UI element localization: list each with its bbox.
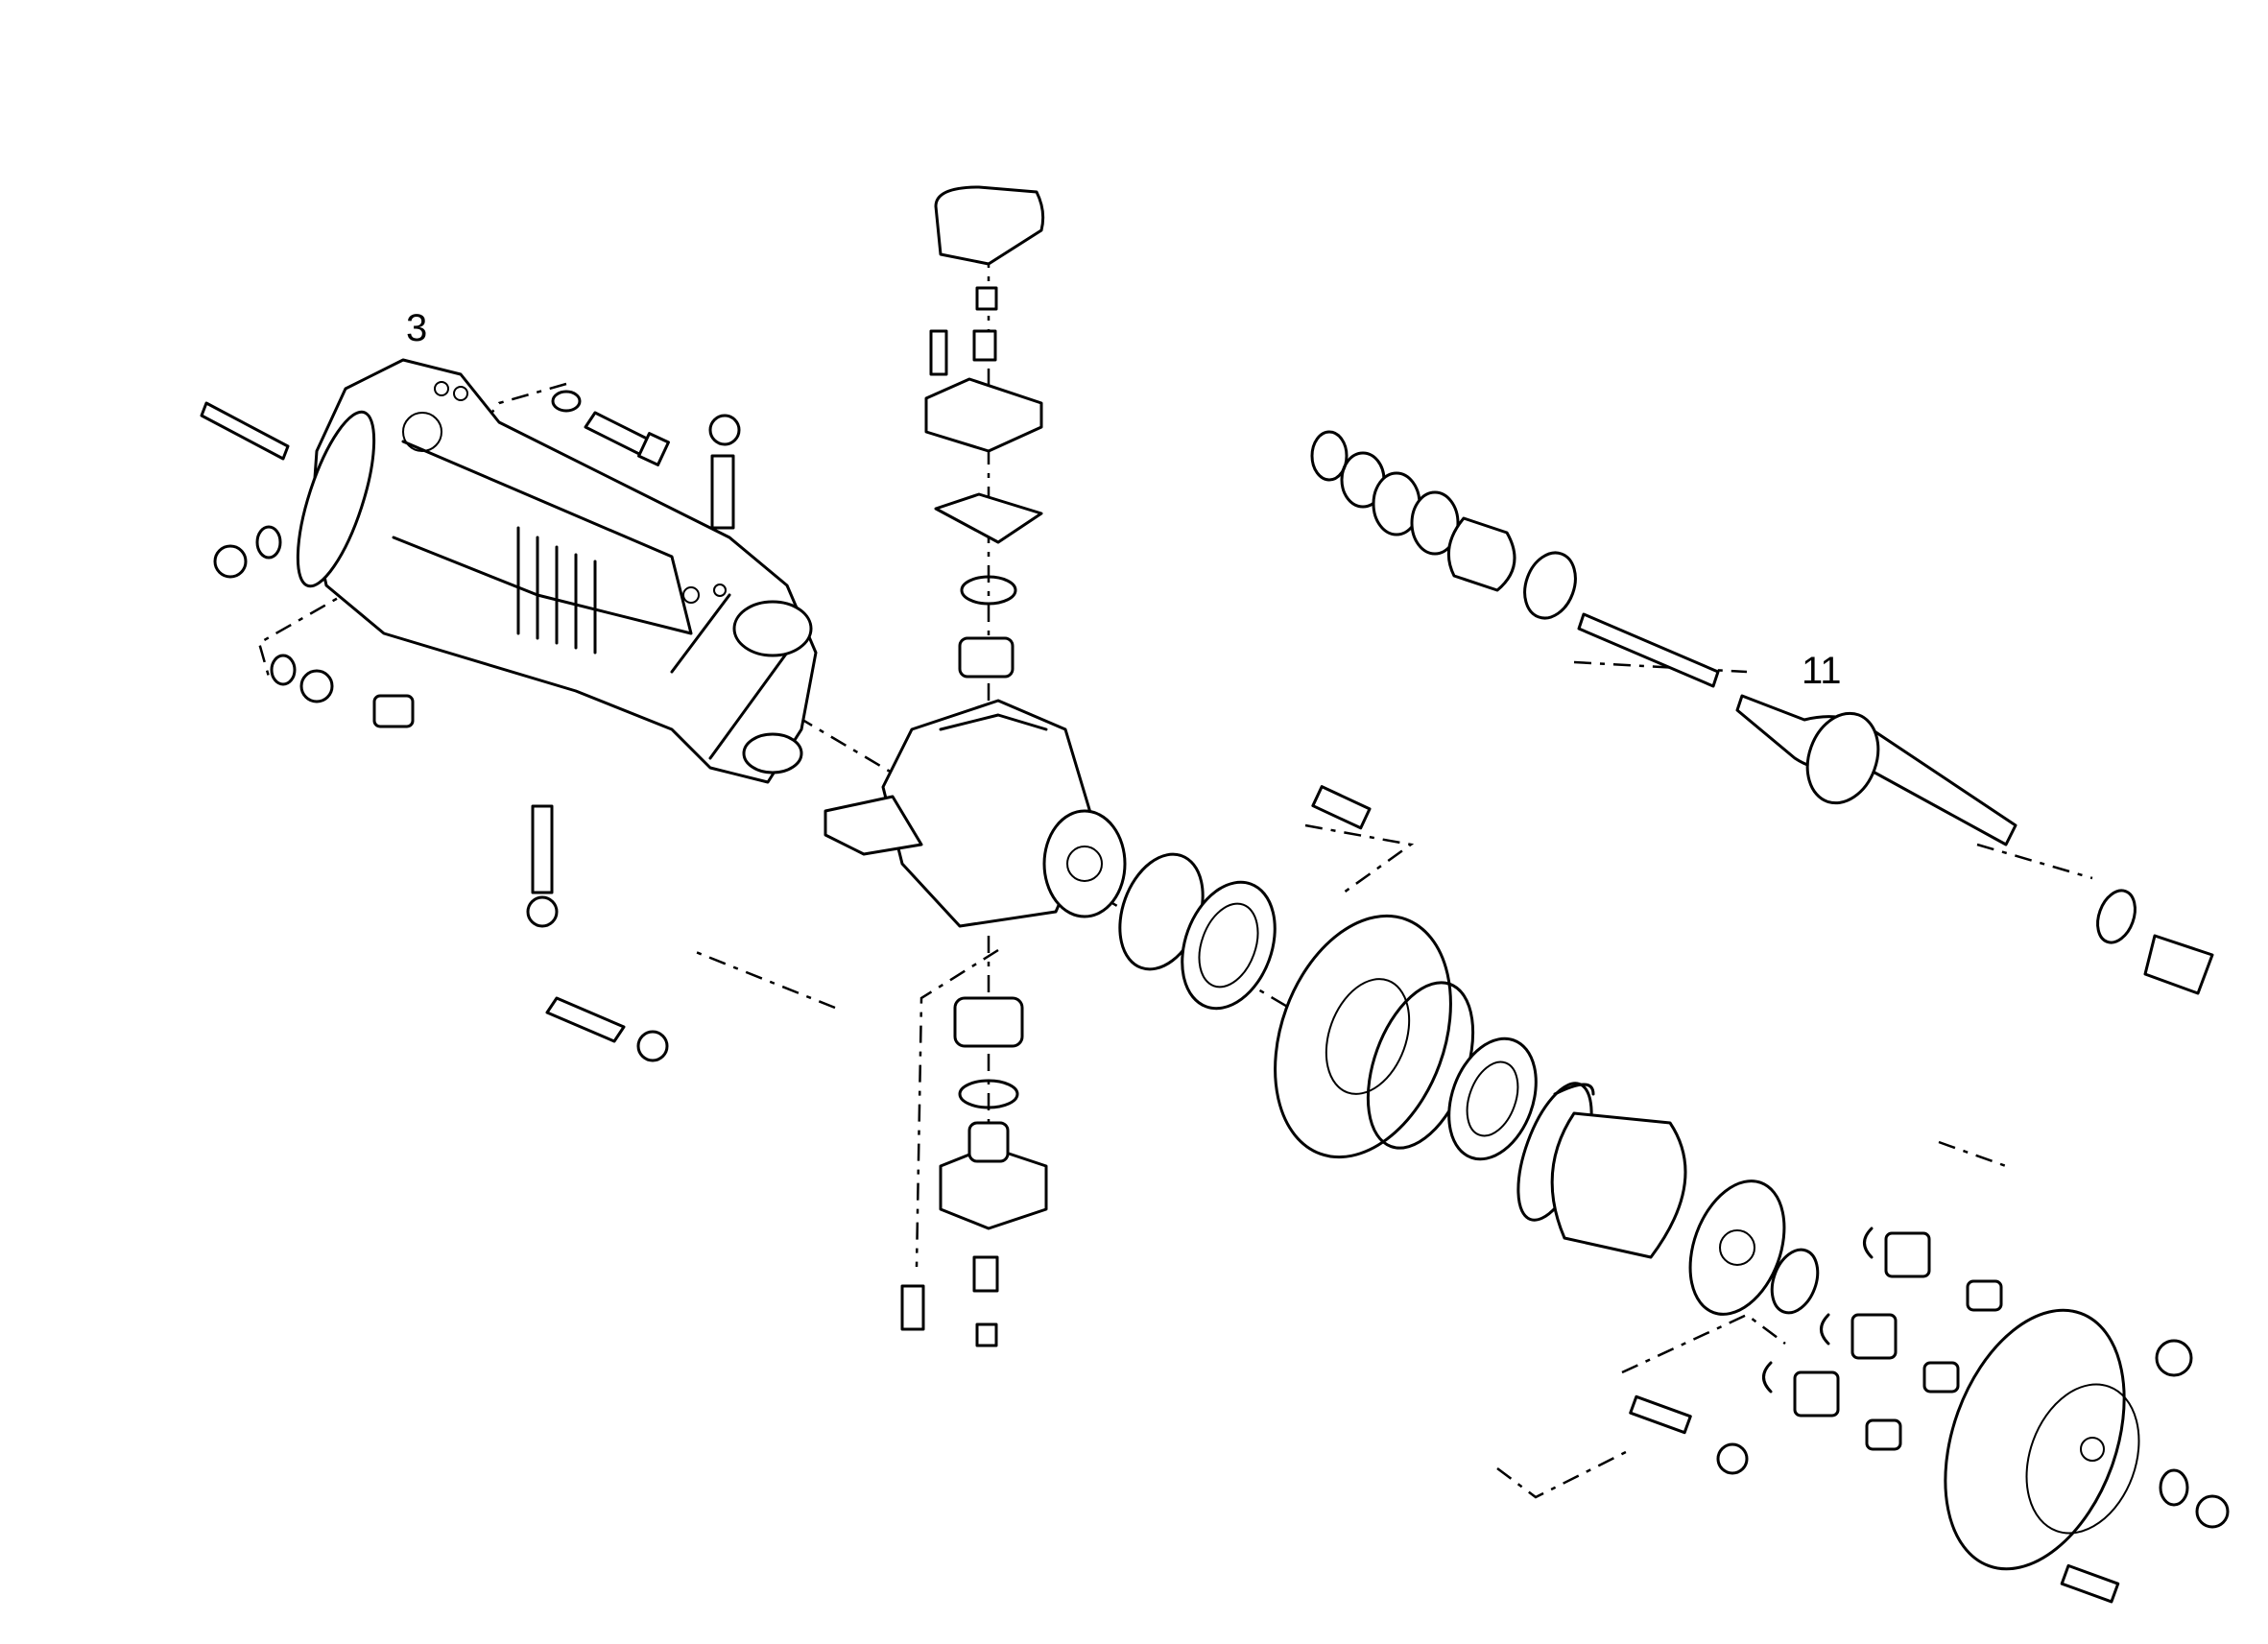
kingpin-lower-stack — [900, 996, 1048, 1347]
o-ring — [960, 575, 1017, 606]
planet-gear — [1793, 1370, 1840, 1418]
wheel-hub-group — [1118, 785, 1820, 1316]
steering-knuckle — [824, 699, 1127, 928]
steering-arm — [824, 795, 923, 856]
screw — [2060, 1563, 2120, 1604]
o-ring — [2159, 1468, 2189, 1507]
housing-hardware — [200, 390, 741, 1062]
o-ring — [958, 1079, 1019, 1109]
grease-nipple — [972, 1255, 999, 1293]
stud — [531, 804, 554, 894]
washer — [270, 654, 297, 686]
planetary-cover — [1629, 1308, 2230, 1604]
axle-housing — [296, 358, 818, 784]
plug — [2195, 1494, 2230, 1529]
bearing-bushing — [953, 996, 1024, 1048]
grease-nipple — [975, 1322, 998, 1347]
seal-ring — [255, 525, 282, 560]
callout-3: 3 — [406, 307, 428, 349]
drive-shaft-group — [1310, 430, 2214, 995]
hex-nut — [299, 669, 334, 703]
u-joint — [1805, 711, 1880, 805]
stud — [710, 454, 735, 530]
kingpin-upper-stack — [924, 185, 1045, 679]
wheel-stud — [1311, 785, 1372, 830]
hex-nut — [708, 414, 741, 446]
hex-bolt — [545, 996, 626, 1043]
bolt — [900, 1284, 925, 1331]
bushing — [2143, 934, 2214, 995]
hex-nut — [526, 895, 559, 928]
o-ring — [1523, 551, 1577, 620]
planet-gear — [1850, 1313, 1898, 1360]
thrust-washer — [1770, 1248, 1820, 1315]
planet-gears — [1762, 1227, 2003, 1451]
callout-11: 11 — [1802, 650, 1842, 692]
shaft-inner — [1577, 612, 1720, 688]
seal — [2096, 889, 2137, 944]
bushing — [1446, 516, 1516, 592]
taper-bearing — [1181, 880, 1277, 1011]
wheel-hub — [1274, 914, 1452, 1159]
bearing-bushing — [958, 636, 1015, 679]
drain-plug — [372, 694, 415, 728]
hex-nut — [2155, 1339, 2193, 1377]
grease-nipple — [975, 286, 998, 311]
hex-nut — [1716, 1442, 1749, 1475]
shaft-outer — [1735, 694, 2017, 846]
stud — [1629, 1394, 1692, 1435]
upper-kingpin-cap — [924, 377, 1043, 453]
grease-nipple — [972, 329, 997, 362]
stud-bolt — [200, 401, 290, 461]
washer — [551, 390, 582, 413]
planet-gear — [1884, 1231, 1931, 1278]
seal — [1410, 490, 1460, 556]
hex-nut — [636, 1030, 669, 1062]
snap-ring — [1553, 1083, 1595, 1096]
planet-carrier — [1688, 1179, 1786, 1316]
shim-plate — [934, 492, 1043, 544]
hub-cover — [1944, 1308, 2126, 1571]
snap-ring — [1310, 430, 1349, 482]
taper-bearing — [1447, 1036, 1538, 1161]
plug — [213, 544, 248, 579]
bolt — [929, 329, 948, 376]
spindle-flange — [1042, 809, 1127, 918]
dust-cap — [934, 185, 1045, 266]
ring-gear — [1550, 1111, 1687, 1259]
